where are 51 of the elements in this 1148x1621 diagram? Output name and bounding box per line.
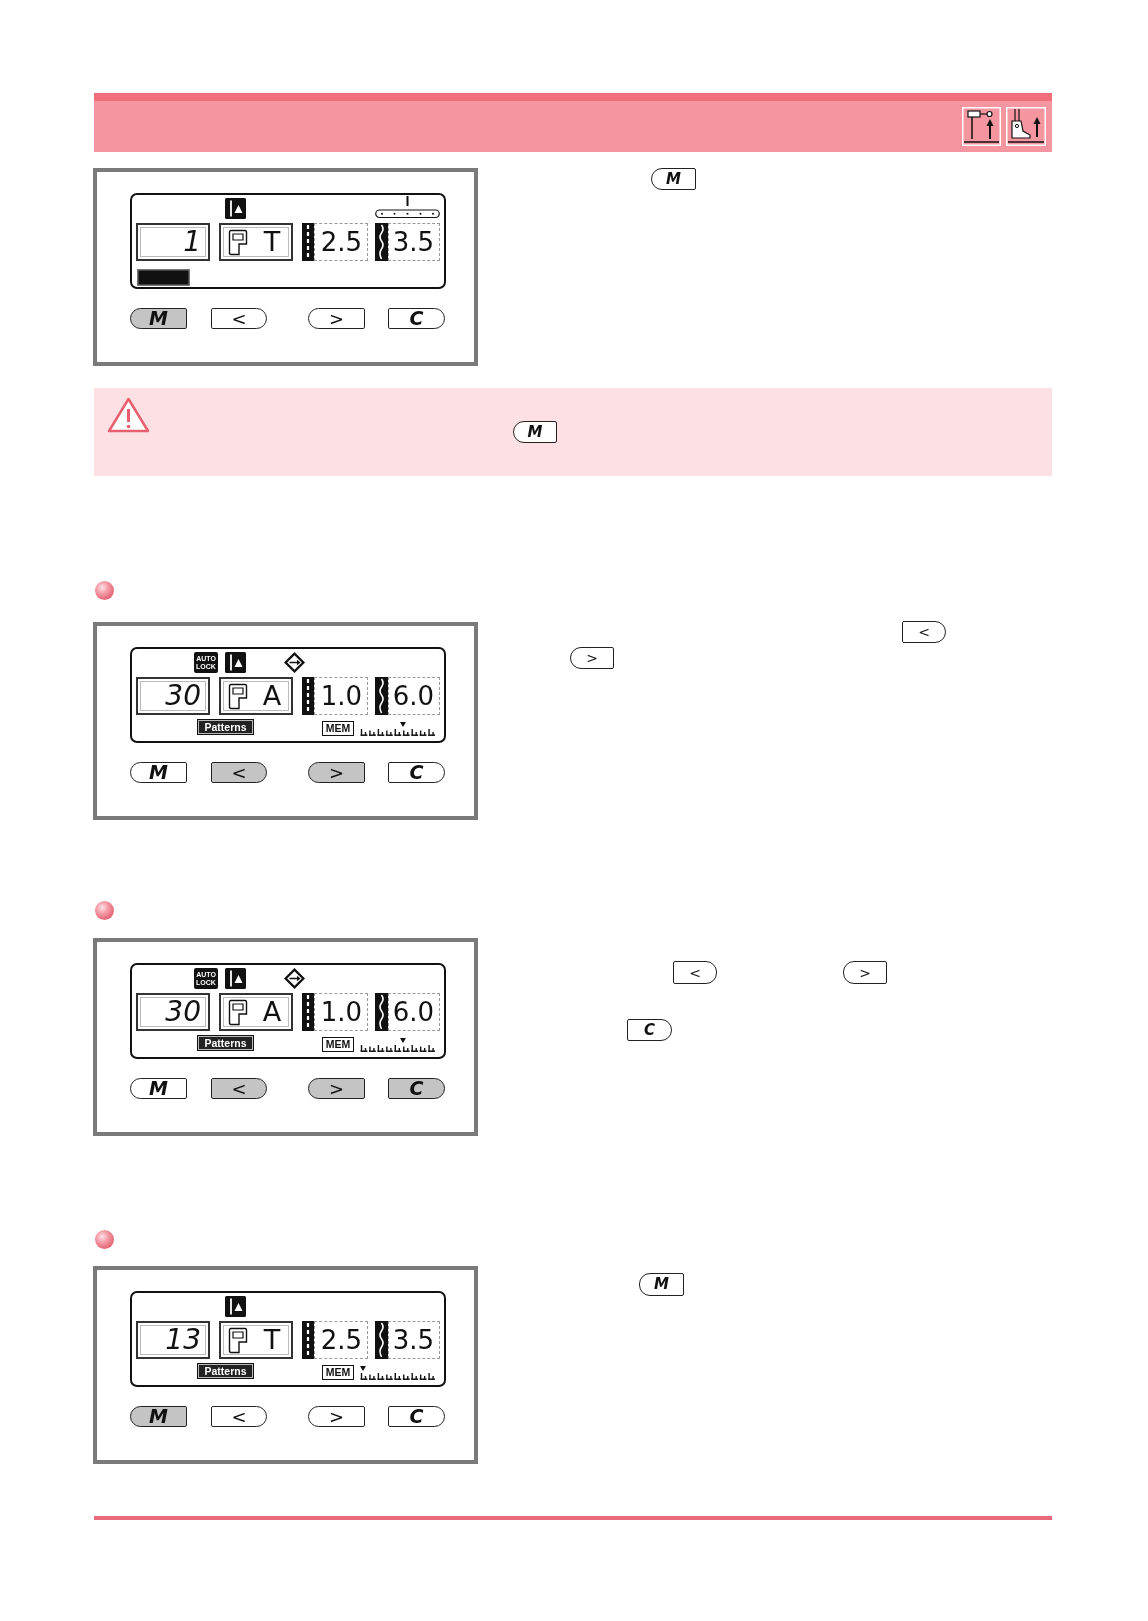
- memory-indicator: MEM: [322, 721, 354, 736]
- control-panel: [93, 1266, 478, 1464]
- presser-foot-display: [219, 677, 293, 715]
- lcd-screen: [130, 963, 446, 1059]
- memory-indicator: MEM: [322, 1365, 354, 1380]
- control-panel: [93, 938, 478, 1136]
- right-key: >: [308, 1406, 365, 1427]
- left-key: <: [211, 762, 267, 783]
- lcd-screen: [130, 193, 446, 289]
- m-key: M: [651, 168, 696, 190]
- control-panel: [93, 168, 478, 366]
- left-key: <: [902, 621, 946, 643]
- c-key: C: [627, 1019, 672, 1041]
- right-key: >: [308, 762, 365, 783]
- patterns-indicator: Patterns: [197, 719, 254, 735]
- left-key: <: [211, 308, 267, 329]
- warning-panel: [94, 388, 1052, 476]
- pattern-number-display: 13: [136, 1321, 210, 1359]
- presser-foot-letter: T: [262, 1326, 282, 1354]
- right-key: >: [843, 961, 887, 984]
- left-key: <: [211, 1078, 267, 1099]
- right-key: >: [570, 647, 614, 669]
- left-key: <: [211, 1406, 267, 1427]
- m-key: M: [130, 762, 187, 783]
- presser-foot-letter: T: [262, 228, 282, 256]
- right-key: >: [308, 1078, 365, 1099]
- m-key: M: [130, 1078, 187, 1099]
- m-key: M: [130, 1406, 187, 1427]
- patterns-indicator: Patterns: [197, 1035, 254, 1051]
- right-key: >: [308, 308, 365, 329]
- c-key: C: [388, 762, 445, 783]
- control-panel: [93, 622, 478, 820]
- m-key: M: [513, 421, 557, 443]
- presser-foot-letter: A: [261, 998, 283, 1026]
- m-key: M: [130, 308, 187, 329]
- c-key: C: [388, 1406, 445, 1427]
- c-key: C: [388, 308, 445, 329]
- pattern-number-display: 1: [136, 223, 210, 261]
- lcd-screen: [130, 647, 446, 743]
- presser-foot-display: [219, 993, 293, 1031]
- m-key: M: [639, 1273, 684, 1296]
- memory-indicator: MEM: [322, 1037, 354, 1052]
- left-key: <: [673, 961, 717, 984]
- presser-foot-display: [219, 1321, 293, 1359]
- presser-foot-display: [219, 223, 293, 261]
- c-key: C: [388, 1078, 445, 1099]
- presser-foot-letter: A: [261, 682, 283, 710]
- lcd-screen: [130, 1291, 446, 1387]
- patterns-indicator: Patterns: [197, 1363, 254, 1379]
- pattern-number-display: 30: [136, 677, 210, 715]
- pattern-number-display: 30: [136, 993, 210, 1031]
